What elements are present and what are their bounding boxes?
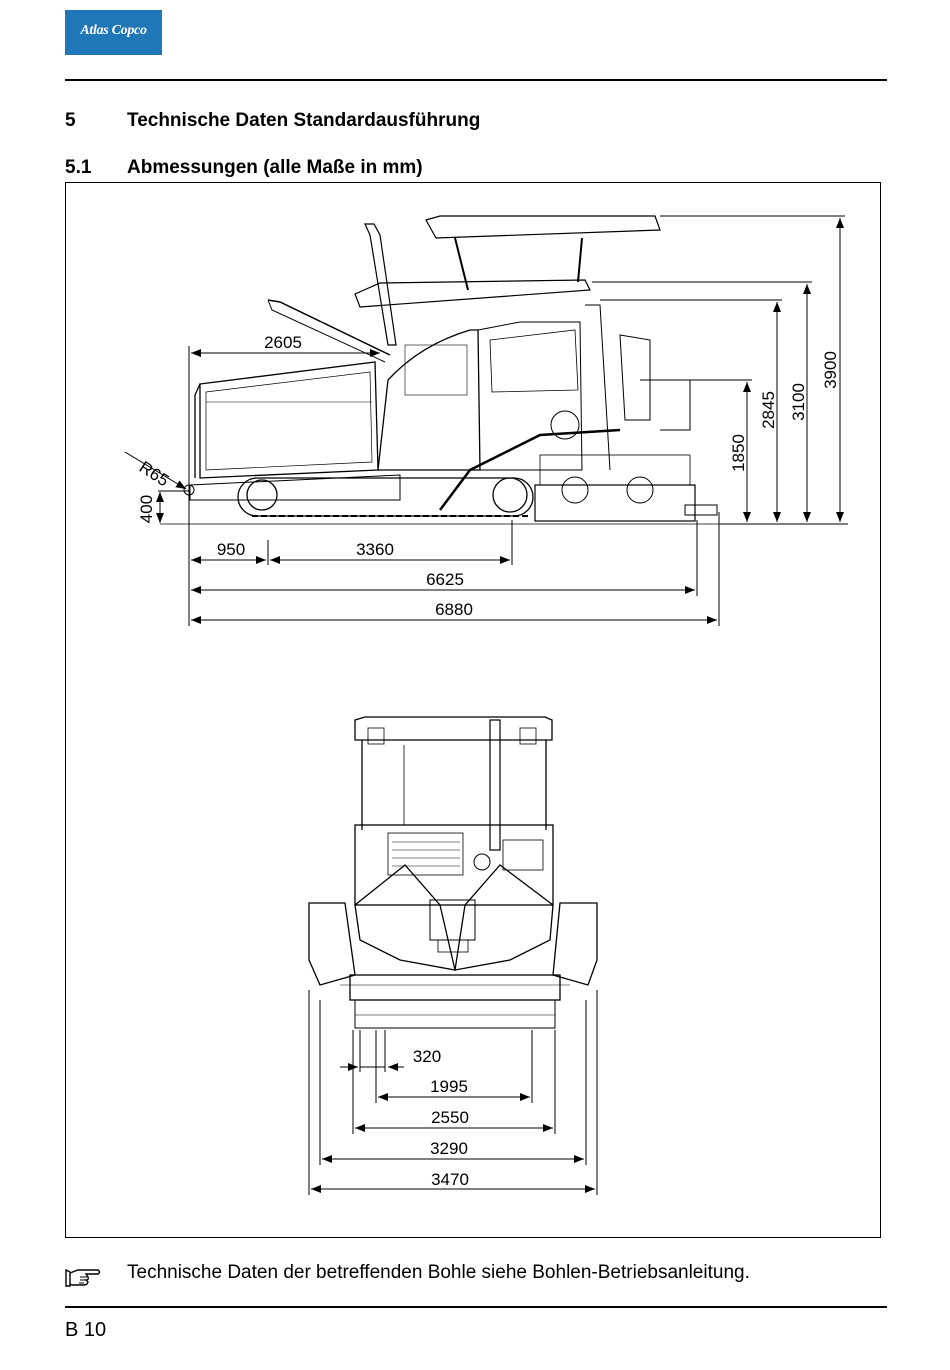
page-number: B 10 <box>65 1319 107 1341</box>
dim-6625: 6625 <box>426 570 464 589</box>
header-rule <box>65 79 887 81</box>
dim-2605: 2605 <box>264 333 302 352</box>
paver-rear-view <box>308 716 598 1029</box>
dim-1850: 1850 <box>729 434 748 472</box>
dim-3360: 3360 <box>356 540 394 559</box>
side-view-dimension-labels: 2605 R65 400 950 3360 6625 6880 1850 284… <box>136 333 840 619</box>
rear-view-dimensions <box>308 990 598 1195</box>
dim-3100: 3100 <box>789 383 808 421</box>
dim-6880: 6880 <box>435 600 473 619</box>
section-title: Abmessungen (alle Maße in mm) <box>127 157 423 178</box>
dim-320: 320 <box>413 1047 441 1066</box>
dim-950: 950 <box>217 540 245 559</box>
dim-1995: 1995 <box>430 1077 468 1096</box>
atlas-copco-logo: Atlas Copco <box>65 10 162 55</box>
section-number: 5 <box>65 110 76 131</box>
footer-rule <box>65 1306 887 1308</box>
pointing-hand-icon <box>65 1268 101 1287</box>
paver-side-view <box>160 215 720 525</box>
logo-text: Atlas Copco <box>80 23 147 38</box>
section-title: Technische Daten Standardausführung <box>127 110 481 131</box>
rear-view-dimension-labels: 320 1995 2550 3290 3470 <box>413 1047 469 1189</box>
side-view-dimensions <box>124 215 848 626</box>
section-number: 5.1 <box>65 157 92 178</box>
dim-3290: 3290 <box>430 1139 468 1158</box>
dim-400: 400 <box>137 495 156 523</box>
dim-2550: 2550 <box>431 1108 469 1127</box>
note-text: Technische Daten der betreffenden Bohle … <box>127 1262 750 1283</box>
dim-3470: 3470 <box>431 1170 469 1189</box>
figure-frame <box>65 182 881 1238</box>
dim-2845: 2845 <box>759 391 778 429</box>
dim-3900: 3900 <box>821 351 840 389</box>
